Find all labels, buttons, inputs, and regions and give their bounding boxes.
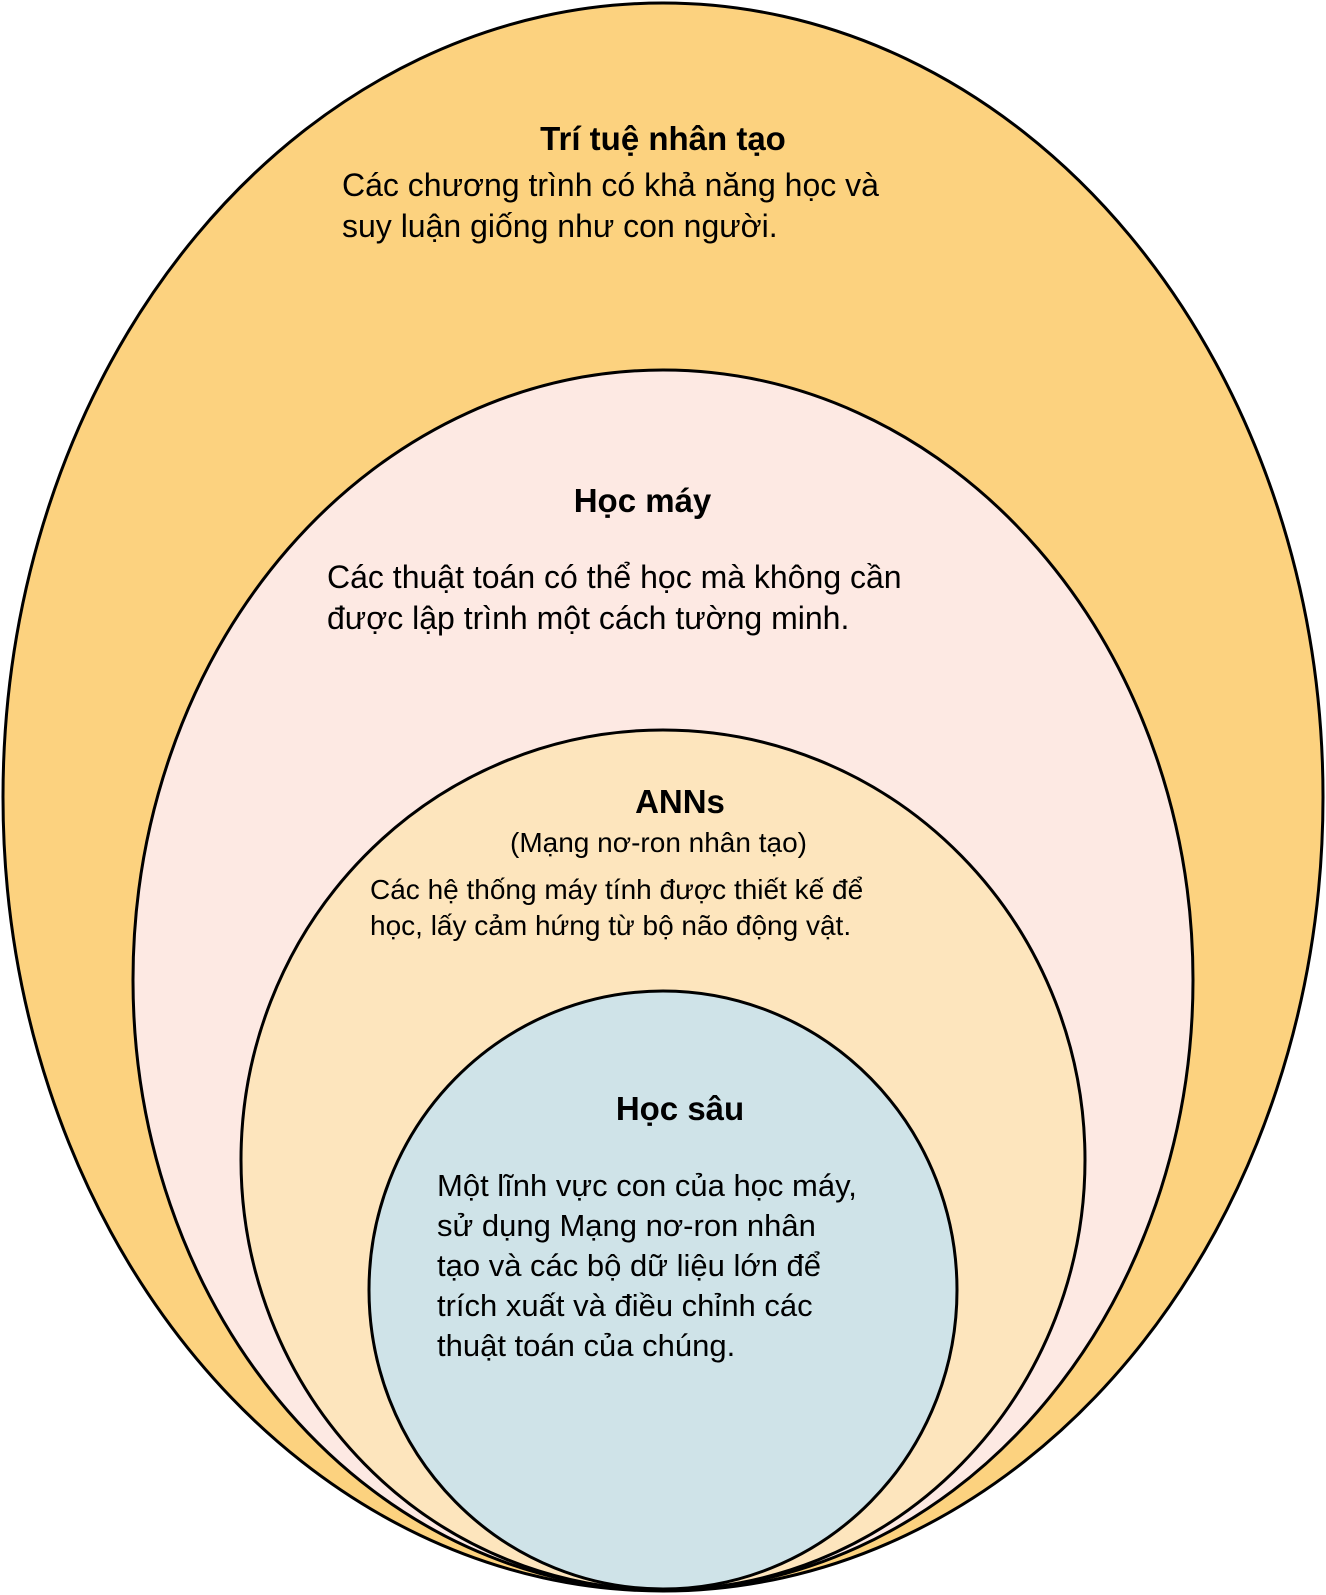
ai-description-line: suy luận giống như con người. xyxy=(342,208,778,244)
ann-title: ANNs xyxy=(635,783,725,820)
ml-description-line: Các thuật toán có thể học mà không cần xyxy=(327,559,902,595)
dl-description-line: tạo và các bộ dữ liệu lớn để xyxy=(437,1248,822,1283)
dl-title: Học sâu xyxy=(615,1090,745,1127)
ann-description-line: học, lấy cảm hứng từ bộ não động vật. xyxy=(370,910,852,941)
ml-description-line: được lập trình một cách tường minh. xyxy=(327,600,850,636)
dl-description: Một lĩnh vực con của học máy, sử dụng Mạ… xyxy=(437,1166,857,1366)
dl-description-line: thuật toán của chúng. xyxy=(437,1328,736,1363)
ai-description: Các chương trình có khả năng học và suy … xyxy=(342,165,879,247)
ai-title: Trí tuệ nhân tạo xyxy=(540,120,786,157)
ann-subtitle: (Mạng nơ-ron nhân tạo) xyxy=(510,827,807,858)
ai-description-line: Các chương trình có khả năng học và xyxy=(342,167,879,203)
dl-ellipse xyxy=(367,989,959,1591)
ml-title: Học máy xyxy=(573,482,712,519)
dl-description-line: trích xuất và điều chỉnh các xyxy=(437,1288,813,1323)
dl-description-line: Một lĩnh vực con của học máy, xyxy=(437,1168,857,1203)
ann-description-line: Các hệ thống máy tính được thiết kế để xyxy=(370,874,864,905)
dl-description-line: sử dụng Mạng nơ-ron nhân xyxy=(437,1208,816,1243)
ml-description: Các thuật toán có thể học mà không cần đ… xyxy=(327,557,902,639)
ann-description: Các hệ thống máy tính được thiết kế để h… xyxy=(370,872,863,944)
